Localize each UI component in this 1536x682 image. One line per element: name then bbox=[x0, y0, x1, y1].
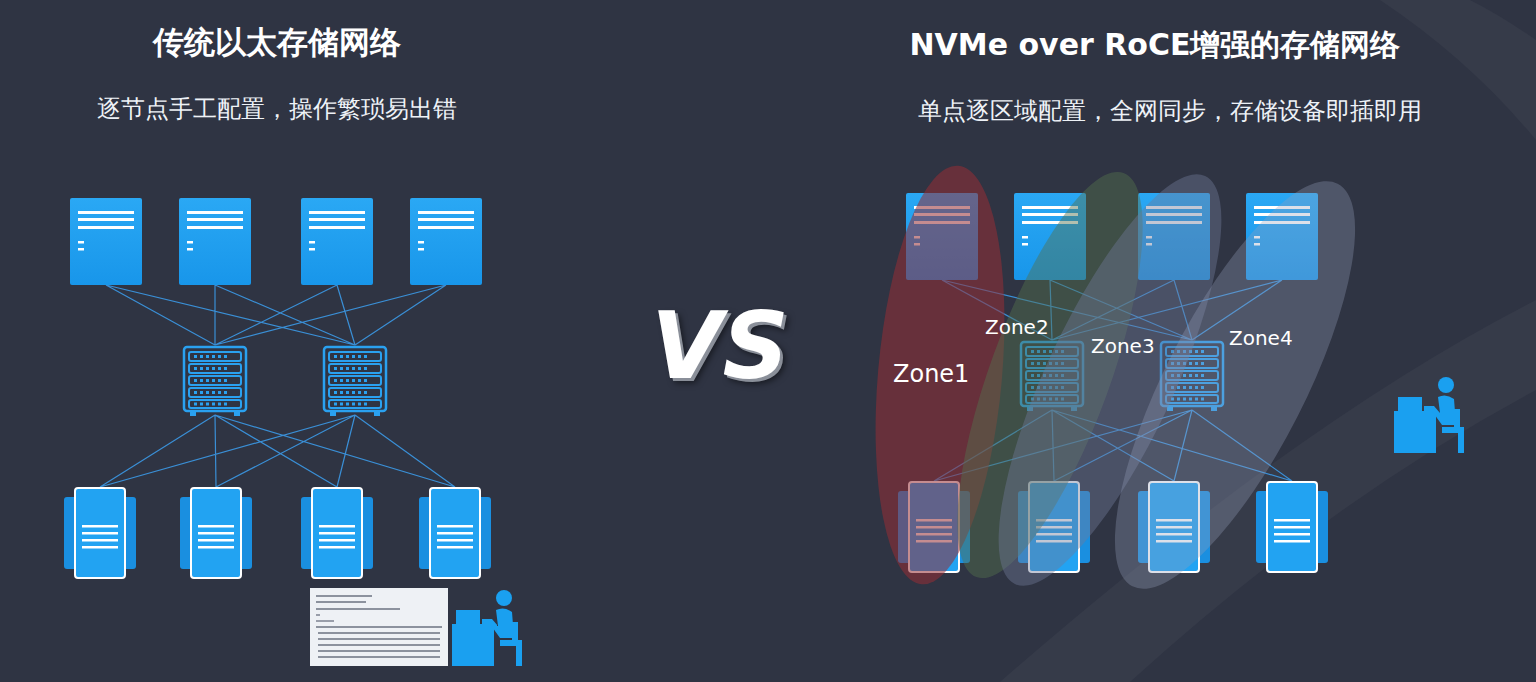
storage-icon bbox=[301, 488, 373, 578]
zone-ellipse-shape bbox=[1070, 152, 1400, 618]
storage-icon bbox=[180, 488, 252, 578]
storage-icon bbox=[64, 488, 136, 578]
config-listing-lines bbox=[316, 596, 442, 657]
network-link bbox=[100, 285, 455, 487]
panel-title: 传统以太存储网络 bbox=[17, 24, 537, 61]
server-icon bbox=[70, 198, 142, 285]
storage-icon bbox=[419, 488, 491, 578]
zone-label: Zone4 bbox=[1229, 326, 1293, 350]
server-icon bbox=[301, 198, 373, 285]
zone-label: Zone2 bbox=[985, 315, 1049, 339]
server-icon bbox=[179, 198, 251, 285]
zone-label: Zone3 bbox=[1091, 334, 1155, 358]
operator-icon bbox=[1394, 377, 1464, 453]
config-listing bbox=[310, 588, 448, 666]
zone-region: Zone4 bbox=[1120, 150, 1350, 620]
panel-title: NVMe over RoCE增强的存储网络 bbox=[835, 27, 1475, 63]
panel-subtitle: 单点逐区域配置，全网同步，存储设备即插即用 bbox=[840, 97, 1500, 126]
panel-subtitle: 逐节点手工配置，操作繁琐易出错 bbox=[7, 95, 547, 124]
operator-icon bbox=[452, 590, 522, 666]
versus-mark: VS bbox=[620, 292, 820, 402]
server-icon bbox=[410, 198, 482, 285]
switch-icon bbox=[324, 347, 386, 416]
zone-label: Zone1 bbox=[893, 360, 969, 389]
switch-icon bbox=[184, 347, 246, 416]
zone-ellipse bbox=[1120, 150, 1350, 620]
storage-icon bbox=[1256, 482, 1328, 572]
